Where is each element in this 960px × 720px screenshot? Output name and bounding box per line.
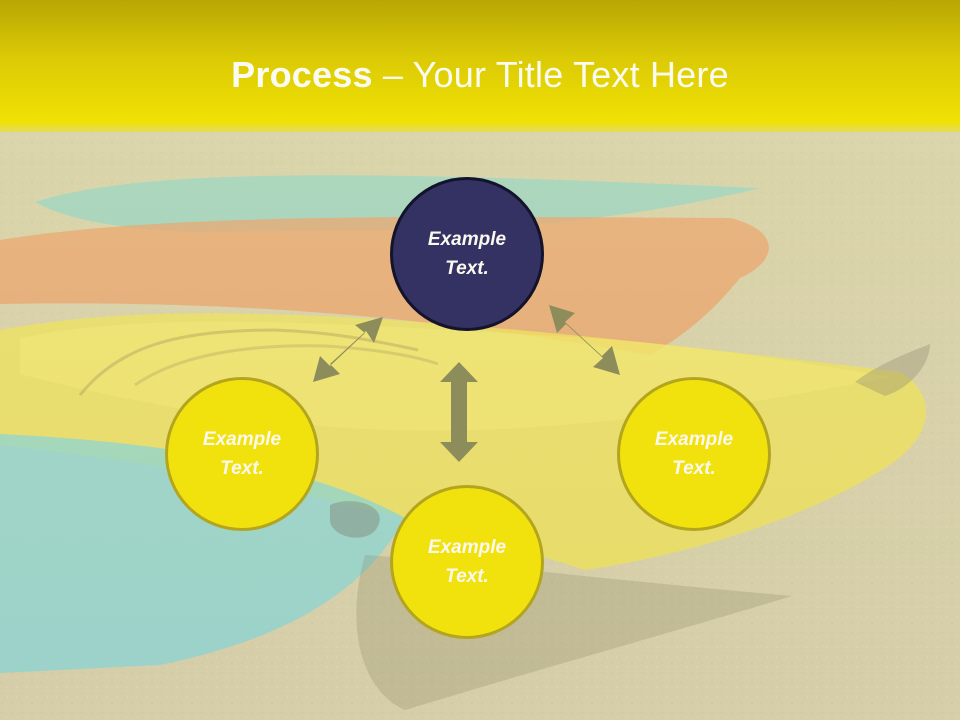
title-bold-text: Process xyxy=(231,54,373,95)
process-node-left[interactable]: Example Text. xyxy=(165,377,319,531)
diagonal-double-arrow xyxy=(549,305,620,375)
process-node-right[interactable]: Example Text. xyxy=(617,377,771,531)
title-band xyxy=(0,0,960,132)
process-node-bottom[interactable]: Example Text. xyxy=(390,485,544,639)
title-rest-text: – Your Title Text Here xyxy=(372,54,729,95)
vertical-double-arrow xyxy=(440,362,478,462)
diagonal-double-arrow xyxy=(313,317,383,382)
slide-title: Process – Your Title Text Here xyxy=(0,54,960,96)
process-node-top[interactable]: Example Text. xyxy=(390,177,544,331)
